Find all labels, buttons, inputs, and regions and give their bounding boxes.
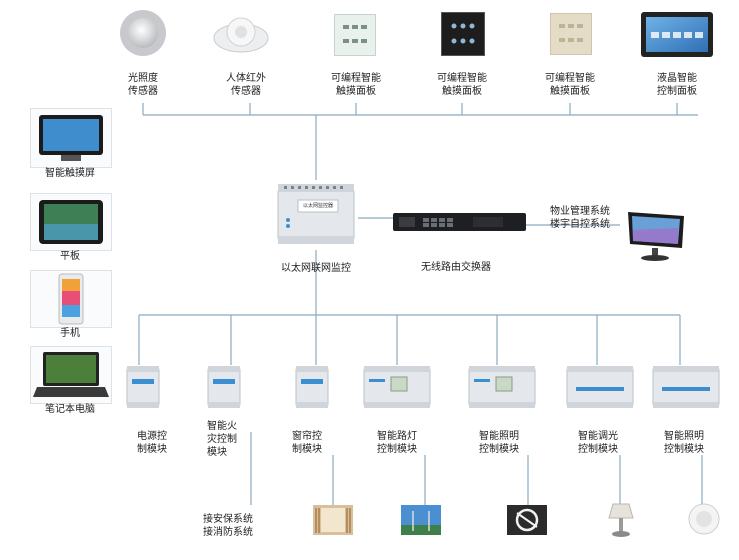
phone-label: 手机 [60, 328, 80, 339]
ethernet-controller-icon: 以太网监控器 [274, 180, 358, 246]
light-sensor-label: 光照度传感器 [128, 73, 158, 97]
table-lamp-icon [601, 500, 641, 540]
security-fire-label: 接安保系统接消防系统 [203, 514, 253, 538]
street-light-module-icon [363, 365, 431, 409]
fire-control-module-icon [207, 365, 241, 409]
laptop-label: 笔记本电脑 [45, 404, 95, 415]
round-light-icon [687, 502, 721, 536]
dimming-module-icon [566, 365, 634, 409]
ethernet-controller-label: 以太网联网监控 [281, 263, 351, 274]
power-control-module-icon [126, 365, 160, 409]
curtain-control-module-icon [295, 365, 329, 409]
lcd-panel-label: 液晶智能控制面板 [657, 73, 697, 97]
lighting-module-icon [468, 365, 536, 409]
wireless-router-switch-icon [393, 211, 526, 233]
beige-touch-panel-icon [550, 13, 592, 55]
pir-sensor-label: 人体红外传感器 [226, 73, 266, 97]
power-module-label: 电源控制模块 [137, 431, 167, 455]
curtain-icon [313, 505, 353, 535]
fire-module-label: 智能火灾控制模块 [207, 421, 237, 458]
ceiling-lamp-icon [507, 505, 547, 535]
tablet-label: 平板 [60, 251, 80, 262]
street-lamp-icon [401, 505, 441, 535]
curtain-module-label: 窗帘控制模块 [292, 431, 322, 455]
dimming-module-label: 智能调光控制模块 [578, 431, 618, 455]
monitor-icon [622, 208, 688, 262]
beige-panel-label: 可编程智能触摸面板 [545, 73, 595, 97]
tablet-icon [30, 193, 112, 251]
phone-icon [30, 270, 112, 328]
lighting-module-icon-2 [652, 365, 720, 409]
switch-label: 无线路由交换器 [421, 262, 491, 273]
laptop-icon [30, 346, 112, 404]
black-touch-panel-icon [441, 12, 485, 56]
pir-sensor-icon [212, 10, 270, 58]
controller-plate: 以太网监控器 [302, 203, 333, 209]
street-light-module-label: 智能路灯控制模块 [377, 431, 417, 455]
lcd-control-panel-icon [641, 12, 713, 57]
black-panel-label: 可编程智能触摸面板 [437, 73, 487, 97]
touchscreen-icon [30, 108, 112, 168]
lighting-module-label-2: 智能照明控制模块 [664, 431, 704, 455]
management-label: 物业管理系统楼宇自控系统 [550, 206, 610, 230]
white-touch-panel-icon [334, 14, 376, 56]
white-panel-label: 可编程智能触摸面板 [331, 73, 381, 97]
ceiling-light-sensor-icon [118, 8, 168, 58]
lighting-module-label-1: 智能照明控制模块 [479, 431, 519, 455]
touchscreen-label: 智能触摸屏 [45, 168, 95, 179]
